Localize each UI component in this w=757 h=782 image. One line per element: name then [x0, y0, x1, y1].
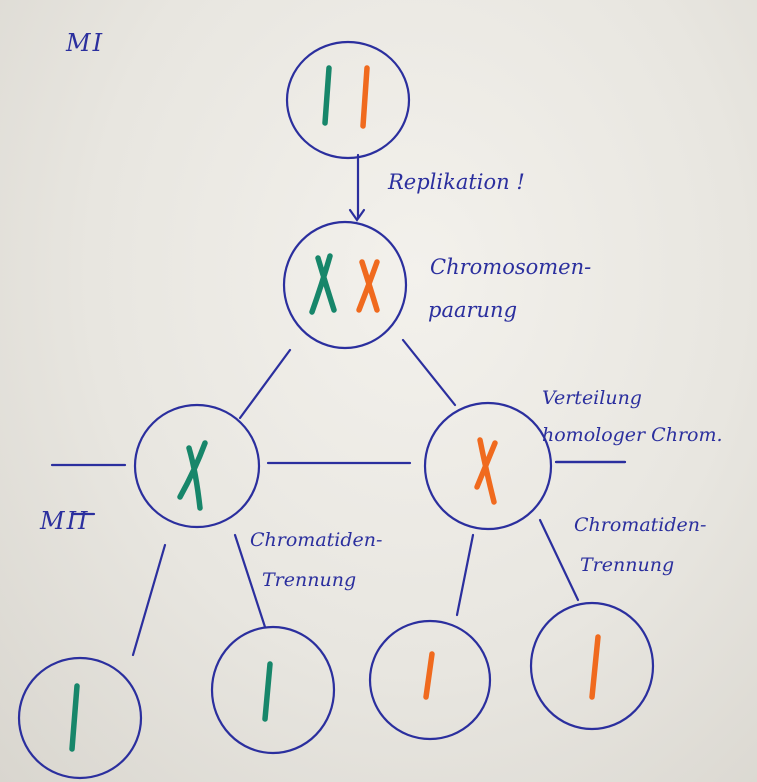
- mii-cell-4: [529, 601, 655, 731]
- mi-left-cell: [133, 403, 261, 529]
- distribution-label-line1: Verteilung: [542, 387, 642, 409]
- orange-chromosome-pair: [474, 437, 498, 505]
- orange-chromatid: [423, 651, 435, 700]
- green-chromosome: [322, 65, 332, 126]
- orange-chromatid: [589, 634, 601, 700]
- connector-line: [348, 208, 366, 222]
- distribution-label-line2: homologer Chrom.: [542, 424, 723, 446]
- paired-cell: [282, 220, 408, 350]
- green-chromosome-pair: [177, 440, 208, 511]
- green-chromatid: [69, 683, 80, 752]
- pairing-label-line1: Chromosomen-: [430, 255, 592, 279]
- mii-cell-3: [368, 619, 492, 741]
- mi-right-cell: [423, 401, 553, 531]
- connector-line: [455, 533, 475, 617]
- meiosis-2-label: MII: [40, 507, 90, 535]
- separation-right-label-line2: Trennung: [580, 554, 675, 576]
- green-chromatid: [262, 661, 273, 722]
- connector-line: [238, 348, 292, 420]
- pairing-label-line2: paarung: [428, 298, 518, 322]
- separation-left-label-line2: Trennung: [262, 569, 357, 591]
- mii-cell-1: [17, 656, 143, 780]
- separation-right-label-line1: Chromatiden-: [574, 514, 707, 536]
- mii-cell-2: [210, 625, 336, 755]
- connector-line: [131, 543, 167, 657]
- separation-left-label-line1: Chromatiden-: [250, 529, 383, 551]
- replication-label: Replikation !: [388, 170, 525, 194]
- connector-line: [538, 518, 580, 602]
- orange-chromosome: [360, 65, 370, 129]
- connector-line: [401, 338, 457, 407]
- green-chromosome-pair: [309, 253, 337, 315]
- meiosis-1-label: MI: [66, 29, 105, 57]
- parent-cell: [285, 40, 411, 160]
- connector-line: [233, 533, 267, 629]
- orange-chromosome-pair: [356, 259, 380, 313]
